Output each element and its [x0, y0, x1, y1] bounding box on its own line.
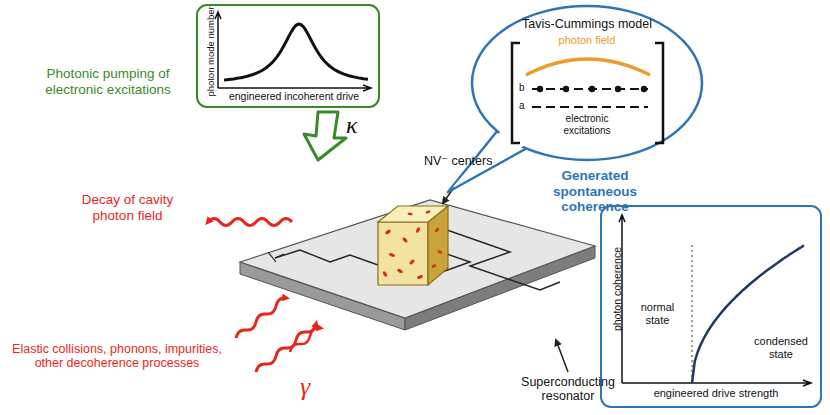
- region-label: normal state: [630, 301, 685, 326]
- rate-symbol: γ: [300, 372, 310, 402]
- excitation-dot: [563, 86, 569, 92]
- excitation-dot: [615, 86, 621, 92]
- part-label: NV⁻ centers: [424, 154, 492, 168]
- resonator-pointer: [556, 340, 568, 372]
- region-label: condensed state: [750, 335, 812, 360]
- decay-wave: [208, 219, 292, 226]
- diamond-cube-top: [378, 206, 448, 222]
- axis-label: photon coherence: [611, 239, 623, 339]
- matrix-bracket: [512, 43, 520, 143]
- level-a: [532, 106, 648, 108]
- axis-label: photon mode number: [206, 0, 217, 106]
- panel-border: [601, 206, 821, 407]
- pump-arrow: [304, 112, 346, 160]
- rate-symbol: κ: [346, 112, 358, 140]
- part-label: Superconducting resonator: [518, 375, 618, 404]
- axis-label: engineered incoherent drive: [212, 90, 376, 102]
- decoherence-wave: [256, 324, 316, 372]
- x-axis: [622, 380, 811, 386]
- panel-shape: [600, 205, 822, 408]
- decoherence-wave: [236, 298, 286, 338]
- pump-plot-panel: photon mode numberengineered incoherent …: [196, 4, 380, 108]
- panel-border: [197, 5, 379, 107]
- photon-arc: [526, 59, 650, 75]
- resonator-port: [268, 252, 284, 262]
- process-label: Elastic collisions, phonons, impurities,…: [6, 342, 228, 371]
- level-label: a: [519, 100, 529, 112]
- coherence-plot-panel: photon coherence normal state condensed st…: [600, 205, 822, 408]
- matrix-bracket: [655, 43, 663, 143]
- process-label: Decay of cavity photon field: [60, 192, 195, 223]
- process-label: Photonic pumping of electronic excitatio…: [28, 66, 188, 97]
- decoherence-wave: [290, 328, 320, 352]
- bubble-title: Tavis-Cummings model: [497, 17, 677, 31]
- model-bubble: Tavis-Cummings model photon field ba electr…: [470, 3, 705, 163]
- diamond-cube-front: [378, 222, 428, 285]
- threshold-line: [691, 245, 692, 383]
- excitation-dot: [537, 86, 543, 92]
- substrate-top: [240, 200, 595, 318]
- lorentzian-curve: [224, 24, 368, 80]
- y-axis: [215, 12, 221, 88]
- excitation-dot: [641, 86, 647, 92]
- axis-label: engineered drive strength: [616, 387, 816, 400]
- coherence-curve: [692, 245, 804, 383]
- nv-centers: [382, 210, 443, 280]
- field-label: photon field: [537, 34, 637, 47]
- result-label: Generated spontaneous coherence: [520, 168, 670, 215]
- excitation-dot: [589, 86, 595, 92]
- level-label: b: [519, 82, 529, 94]
- level-caption: electronic excitations: [542, 113, 632, 136]
